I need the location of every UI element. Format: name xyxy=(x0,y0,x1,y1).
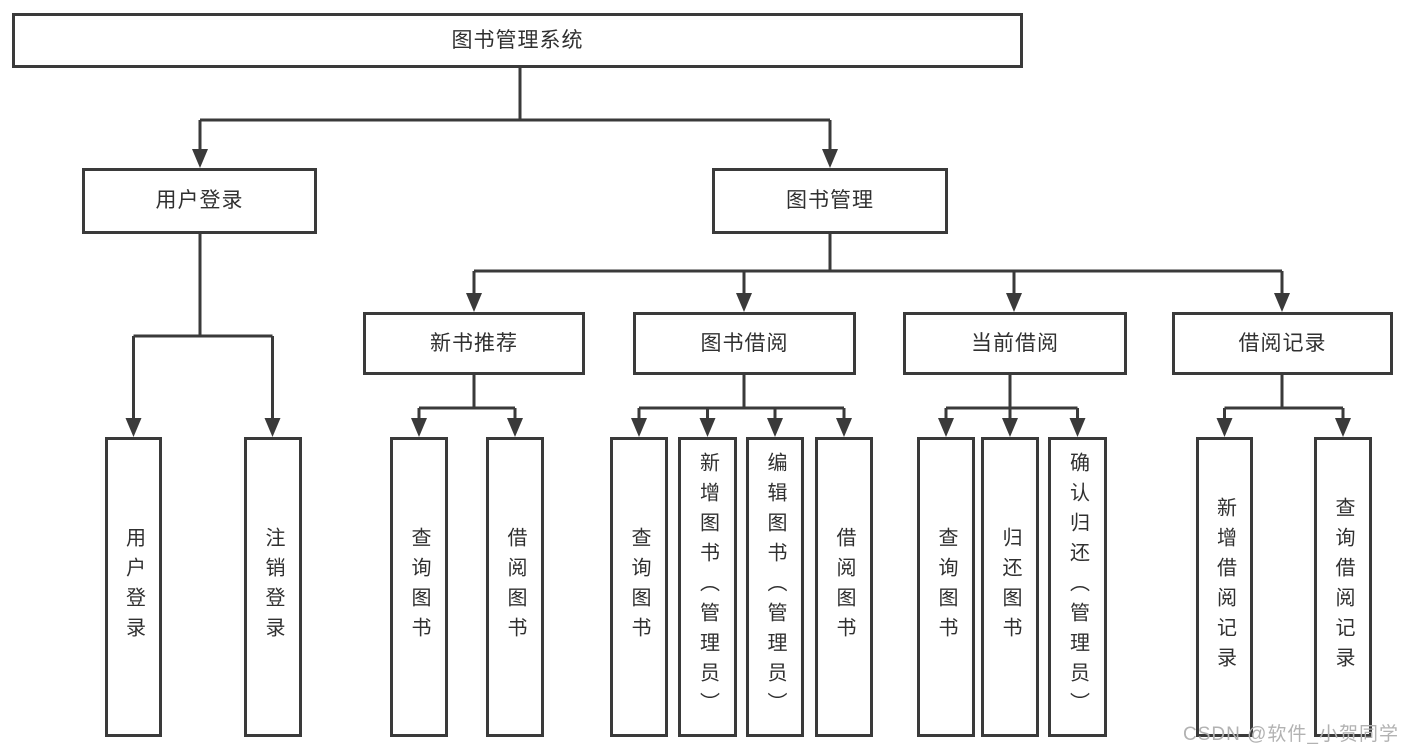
leaf-record-add-borrow-record: 新增借阅记录 xyxy=(1196,437,1253,737)
leaf-current-return-book: 归还图书 xyxy=(981,437,1039,737)
leaf-newbook-query-book: 查询图书 xyxy=(390,437,448,737)
node-book-borrow: 图书借阅 xyxy=(633,312,856,375)
connector-new-book-group xyxy=(411,375,523,437)
csdn-watermark: CSDN @软件_小贺同学 xyxy=(1183,724,1399,745)
leaf-current-query-book: 查询图书 xyxy=(917,437,975,737)
leaf-borrow-query-book: 查询图书 xyxy=(610,437,668,737)
connector-borrow-record-group xyxy=(1216,375,1351,437)
leaf-user-login: 用户登录 xyxy=(105,437,162,737)
leaf-logout-login: 注销登录 xyxy=(244,437,302,737)
node-book-management: 图书管理 xyxy=(712,168,948,234)
node-user-login: 用户登录 xyxy=(82,168,317,234)
leaf-borrow-borrow-book: 借阅图书 xyxy=(815,437,873,737)
connector-current-borrow-group xyxy=(938,375,1086,437)
node-root-system: 图书管理系统 xyxy=(12,13,1023,68)
leaf-newbook-borrow-book: 借阅图书 xyxy=(486,437,544,737)
connector-user-login-group xyxy=(125,234,281,437)
leaf-record-query-borrow-record: 查询借阅记录 xyxy=(1314,437,1372,737)
leaf-borrow-edit-book-admin: 编辑图书（管理员） xyxy=(746,437,804,737)
connector-book-management-group xyxy=(466,234,1290,312)
leaf-current-confirm-return-admin: 确认归还（管理员） xyxy=(1048,437,1107,737)
node-borrow-records: 借阅记录 xyxy=(1172,312,1393,375)
leaf-borrow-add-book-admin: 新增图书（管理员） xyxy=(678,437,737,737)
node-new-book-recommend: 新书推荐 xyxy=(363,312,585,375)
node-current-borrow: 当前借阅 xyxy=(903,312,1127,375)
connector-book-borrow-group xyxy=(631,375,852,437)
connector-root-to-level2 xyxy=(192,68,838,168)
